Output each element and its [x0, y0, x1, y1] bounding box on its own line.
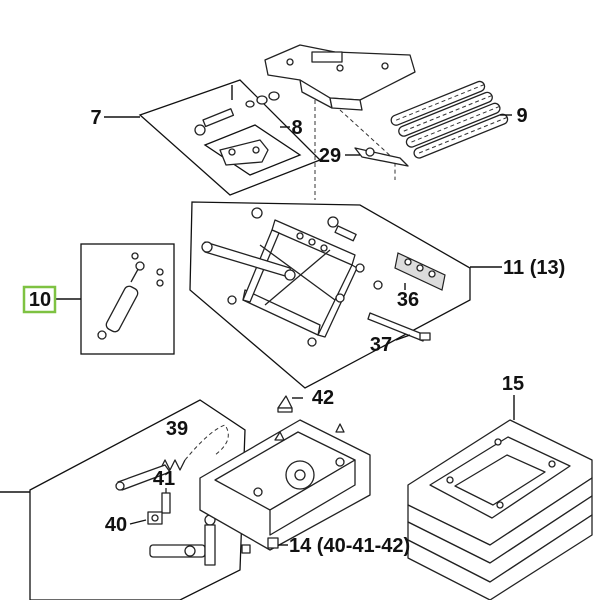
callout-7[interactable]: 7	[90, 107, 101, 129]
callout-11-13[interactable]: 11 (13)	[503, 257, 565, 279]
part-29-clip	[345, 147, 409, 167]
callout-37[interactable]: 37	[370, 334, 392, 356]
gas-spring	[97, 252, 164, 340]
group-39-frame	[29, 399, 246, 600]
callout-42[interactable]: 42	[312, 387, 334, 409]
callout-40[interactable]: 40	[105, 514, 127, 536]
callout-9[interactable]: 9	[516, 105, 527, 127]
callout-36[interactable]: 36	[397, 289, 419, 311]
callout-39[interactable]: 39	[166, 418, 188, 440]
group-7-kit	[104, 79, 322, 196]
bolt	[194, 108, 235, 136]
callout-41[interactable]: 41	[153, 468, 175, 490]
scissor-frame	[242, 219, 358, 338]
group-11-mechanism	[189, 201, 502, 389]
part-37-rod	[367, 312, 431, 342]
washers	[231, 85, 280, 108]
part-15-bellows-cover	[407, 395, 593, 600]
group-8-frame	[203, 124, 302, 176]
callout-29[interactable]: 29	[319, 145, 341, 167]
group-39-41-kit	[0, 399, 246, 600]
part-10-gas-spring-group	[22, 243, 175, 355]
part-8-lever	[219, 139, 269, 166]
callout-14-40-41-42[interactable]: 14 (40-41-42)	[289, 535, 410, 557]
group-7-frame	[138, 79, 322, 196]
hardware	[227, 207, 383, 347]
part-41-bolt	[161, 488, 171, 514]
assembly-guide-lines	[314, 100, 396, 200]
springs-9	[390, 80, 512, 159]
top-mounting-bracket	[264, 44, 416, 111]
selected-part-highlight	[22, 285, 57, 314]
callout-8[interactable]: 8	[291, 117, 302, 139]
callout-15[interactable]: 15	[502, 373, 524, 395]
part-42-cap	[277, 395, 303, 413]
part-40-nut	[129, 511, 163, 525]
lever-handle	[115, 464, 171, 491]
part-14-base-frame	[199, 419, 371, 554]
part-36-plate	[394, 252, 446, 291]
callout-10[interactable]: 10	[29, 289, 51, 311]
pivot-arm	[201, 241, 296, 281]
